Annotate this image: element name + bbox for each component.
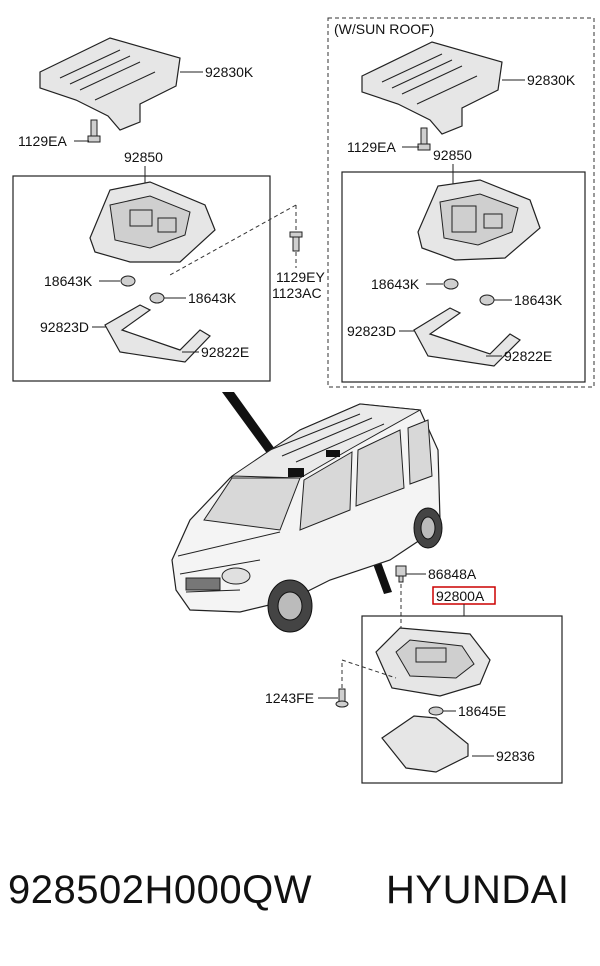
bulb-icon xyxy=(428,706,444,716)
lens-part xyxy=(104,304,211,363)
bracket-label: 92830K xyxy=(205,64,254,80)
bulb-icon xyxy=(120,275,136,287)
left-group: 92830K 1129EA 92850 18643K 18643K 92823D… xyxy=(12,37,271,382)
screw-b-label: 1123AC xyxy=(272,285,322,301)
screw-part xyxy=(335,688,349,708)
bulb-label: 18645E xyxy=(458,703,506,719)
bracket-part xyxy=(361,41,503,135)
sunroof-group-box xyxy=(341,171,586,383)
bulb-right-label: 18643K xyxy=(188,290,237,306)
bracket-part xyxy=(39,37,181,131)
lamp-label: 92850 xyxy=(433,147,472,163)
bracket-label: 92830K xyxy=(527,72,576,88)
screw-label: 1129EA xyxy=(18,133,67,149)
lens-left-label: 92823D xyxy=(40,319,89,335)
lens-right-label: 92822E xyxy=(201,344,249,360)
left-group-box xyxy=(12,175,271,382)
bottom-group: 86848A 92800A 1243FE 18645E 92836 xyxy=(265,565,563,784)
screw-label: 1243FE xyxy=(265,690,314,706)
lamp-location-marker xyxy=(288,468,304,477)
sunroof-group: (W/SUN ROOF) 92830K 1129EA 92850 18643K … xyxy=(327,17,595,388)
bulb-icon xyxy=(479,294,495,306)
lens-part xyxy=(413,307,521,367)
middle-screw: 1129EY 1123AC xyxy=(169,204,325,301)
part-number: 928502H000QW xyxy=(8,868,312,912)
lens-part xyxy=(381,715,469,773)
screw-part xyxy=(417,127,431,151)
bulb-icon xyxy=(149,292,165,304)
car-illustration xyxy=(171,392,443,633)
clip-part xyxy=(395,565,407,583)
screw-a-label: 1129EY xyxy=(276,269,325,285)
sunroof-dashed-box xyxy=(327,17,595,388)
bulb-left-label: 18643K xyxy=(371,276,420,292)
lamp-location-marker xyxy=(326,450,340,457)
bulb-right-label: 18643K xyxy=(514,292,563,308)
brand-name: HYUNDAI xyxy=(386,868,570,912)
bottom-group-box xyxy=(361,615,563,784)
lens-right-label: 92822E xyxy=(504,348,552,364)
screw-label: 1129EA xyxy=(347,139,396,155)
screw-part xyxy=(87,119,101,143)
bulb-icon xyxy=(443,278,459,290)
assembly-label: 92800A xyxy=(436,588,485,604)
lamp-label: 92850 xyxy=(124,149,163,165)
sunroof-title: (W/SUN ROOF) xyxy=(334,21,434,37)
lens-left-label: 92823D xyxy=(347,323,396,339)
clip-label: 86848A xyxy=(428,566,477,582)
lens-label: 92836 xyxy=(496,748,535,764)
bulb-left-label: 18643K xyxy=(44,273,93,289)
